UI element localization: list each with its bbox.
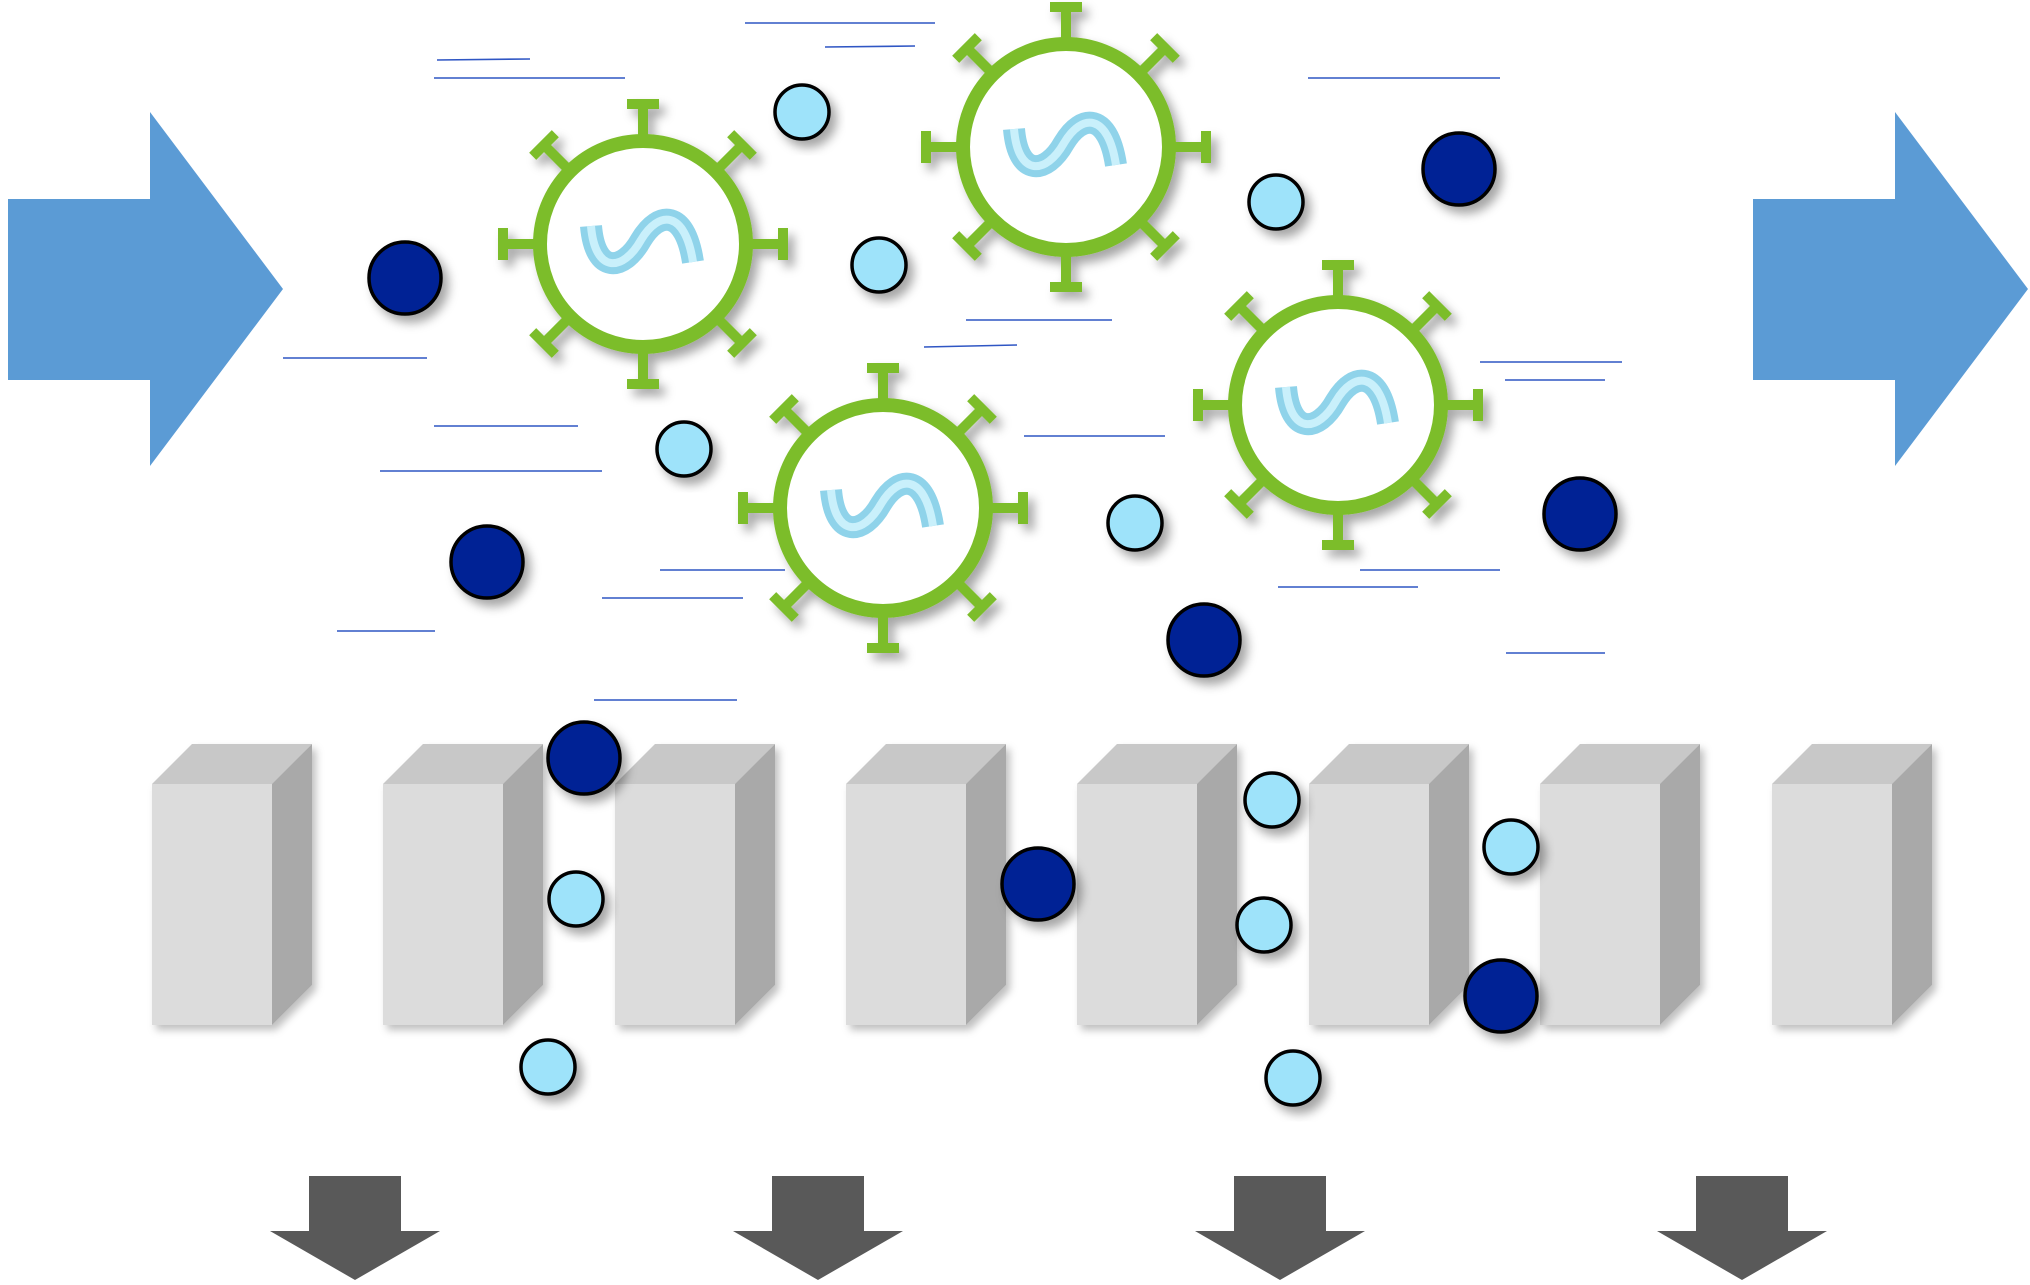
streamline-7	[923, 344, 1018, 348]
small-particle	[547, 870, 605, 928]
small-particle	[850, 236, 908, 294]
down-arrow-icon	[733, 1176, 903, 1280]
small-particle	[1482, 818, 1540, 876]
virus-particles	[498, 2, 1483, 653]
membrane-block-3	[846, 744, 1006, 1025]
small-particle	[1264, 1049, 1322, 1107]
permeate-arrows	[270, 1176, 1827, 1280]
small-particle	[1235, 896, 1293, 954]
small-particle	[1106, 494, 1164, 552]
large-particle	[546, 720, 622, 796]
membrane-block-5	[1309, 744, 1469, 1025]
streamline-1	[824, 45, 916, 48]
large-particle	[1542, 476, 1618, 552]
small-particle	[1247, 173, 1305, 231]
feed-inflow-arrow-icon	[8, 112, 283, 466]
virus-icon	[1193, 260, 1483, 550]
membrane-block-1	[383, 744, 543, 1025]
large-particle	[1166, 602, 1242, 678]
fluid-streamlines	[283, 22, 1622, 701]
large-particle	[449, 524, 525, 600]
membrane-block-4	[1077, 744, 1237, 1025]
large-particle	[1000, 846, 1076, 922]
membrane-block-7	[1772, 744, 1932, 1025]
large-particle	[1463, 958, 1539, 1034]
large-particle	[367, 240, 443, 316]
solute-particles	[367, 83, 1618, 1107]
down-arrow-icon	[1657, 1176, 1827, 1280]
virus-icon	[738, 363, 1028, 653]
small-particle	[519, 1038, 577, 1096]
virus-icon	[498, 99, 788, 389]
flow-arrows	[8, 112, 2028, 466]
small-particle	[655, 420, 713, 478]
membrane-block-2	[615, 744, 775, 1025]
small-particle	[773, 83, 831, 141]
large-particle	[1421, 131, 1497, 207]
virus-icon	[921, 2, 1211, 292]
down-arrow-icon	[270, 1176, 440, 1280]
streamline-2	[436, 58, 531, 61]
filter-membrane	[152, 744, 1932, 1025]
small-particle	[1243, 771, 1301, 829]
retentate-outflow-arrow-icon	[1753, 112, 2028, 466]
down-arrow-icon	[1195, 1176, 1365, 1280]
membrane-block-0	[152, 744, 312, 1025]
membrane-block-6	[1540, 744, 1700, 1025]
